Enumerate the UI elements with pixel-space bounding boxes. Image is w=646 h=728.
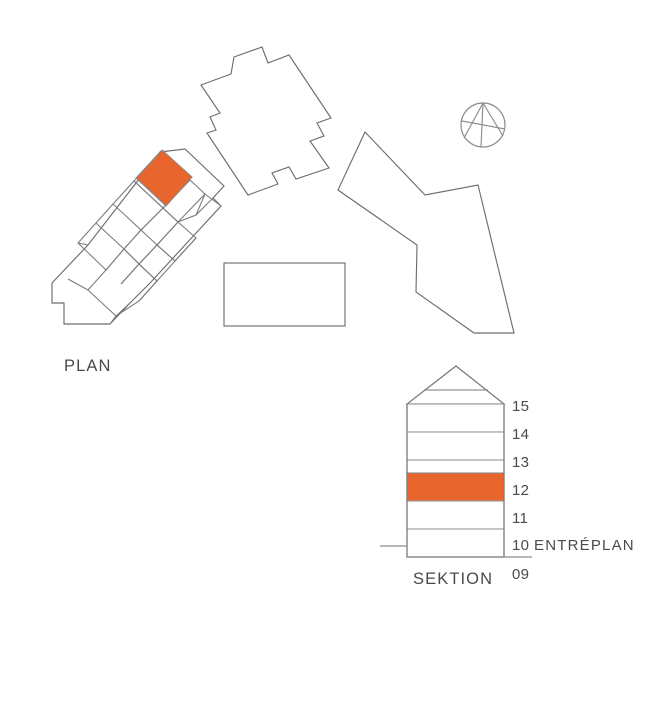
highlighted-apartment-unit: [135, 149, 193, 207]
section-floor-11: [406, 500, 505, 530]
section-caption: SEKTION: [413, 570, 493, 588]
section-floor-12-highlighted: [406, 472, 505, 502]
compass-rose-icon: [460, 102, 506, 148]
section-floor-label-14: 14: [512, 426, 529, 443]
plan-unit-divisions: [67, 151, 222, 325]
section-roof: [405, 365, 506, 405]
section-floor-label-10: 10: [512, 537, 529, 554]
section-floor-label-09: 09: [512, 566, 529, 583]
plan-building-east: [337, 130, 515, 334]
section-floor-label-13: 13: [512, 454, 529, 471]
section-floor-15: [406, 403, 505, 433]
plan-building-center: [223, 262, 346, 327]
plan-building-main: [51, 148, 225, 325]
section-floor-14: [406, 431, 505, 461]
section-floor-label-12: 12: [512, 482, 529, 499]
section-floor-10: [406, 528, 505, 558]
plan-caption: PLAN: [64, 357, 112, 375]
plan-building-north: [200, 46, 332, 196]
section-floor-label-11: 11: [512, 510, 528, 527]
section-floor-name-entreplan: ENTRÉPLAN: [534, 537, 635, 554]
section-floor-label-15: 15: [512, 398, 529, 415]
section-diagram: 15 14 13 12 11 10 ENTRÉPLAN 09 SEKTION: [380, 365, 635, 588]
